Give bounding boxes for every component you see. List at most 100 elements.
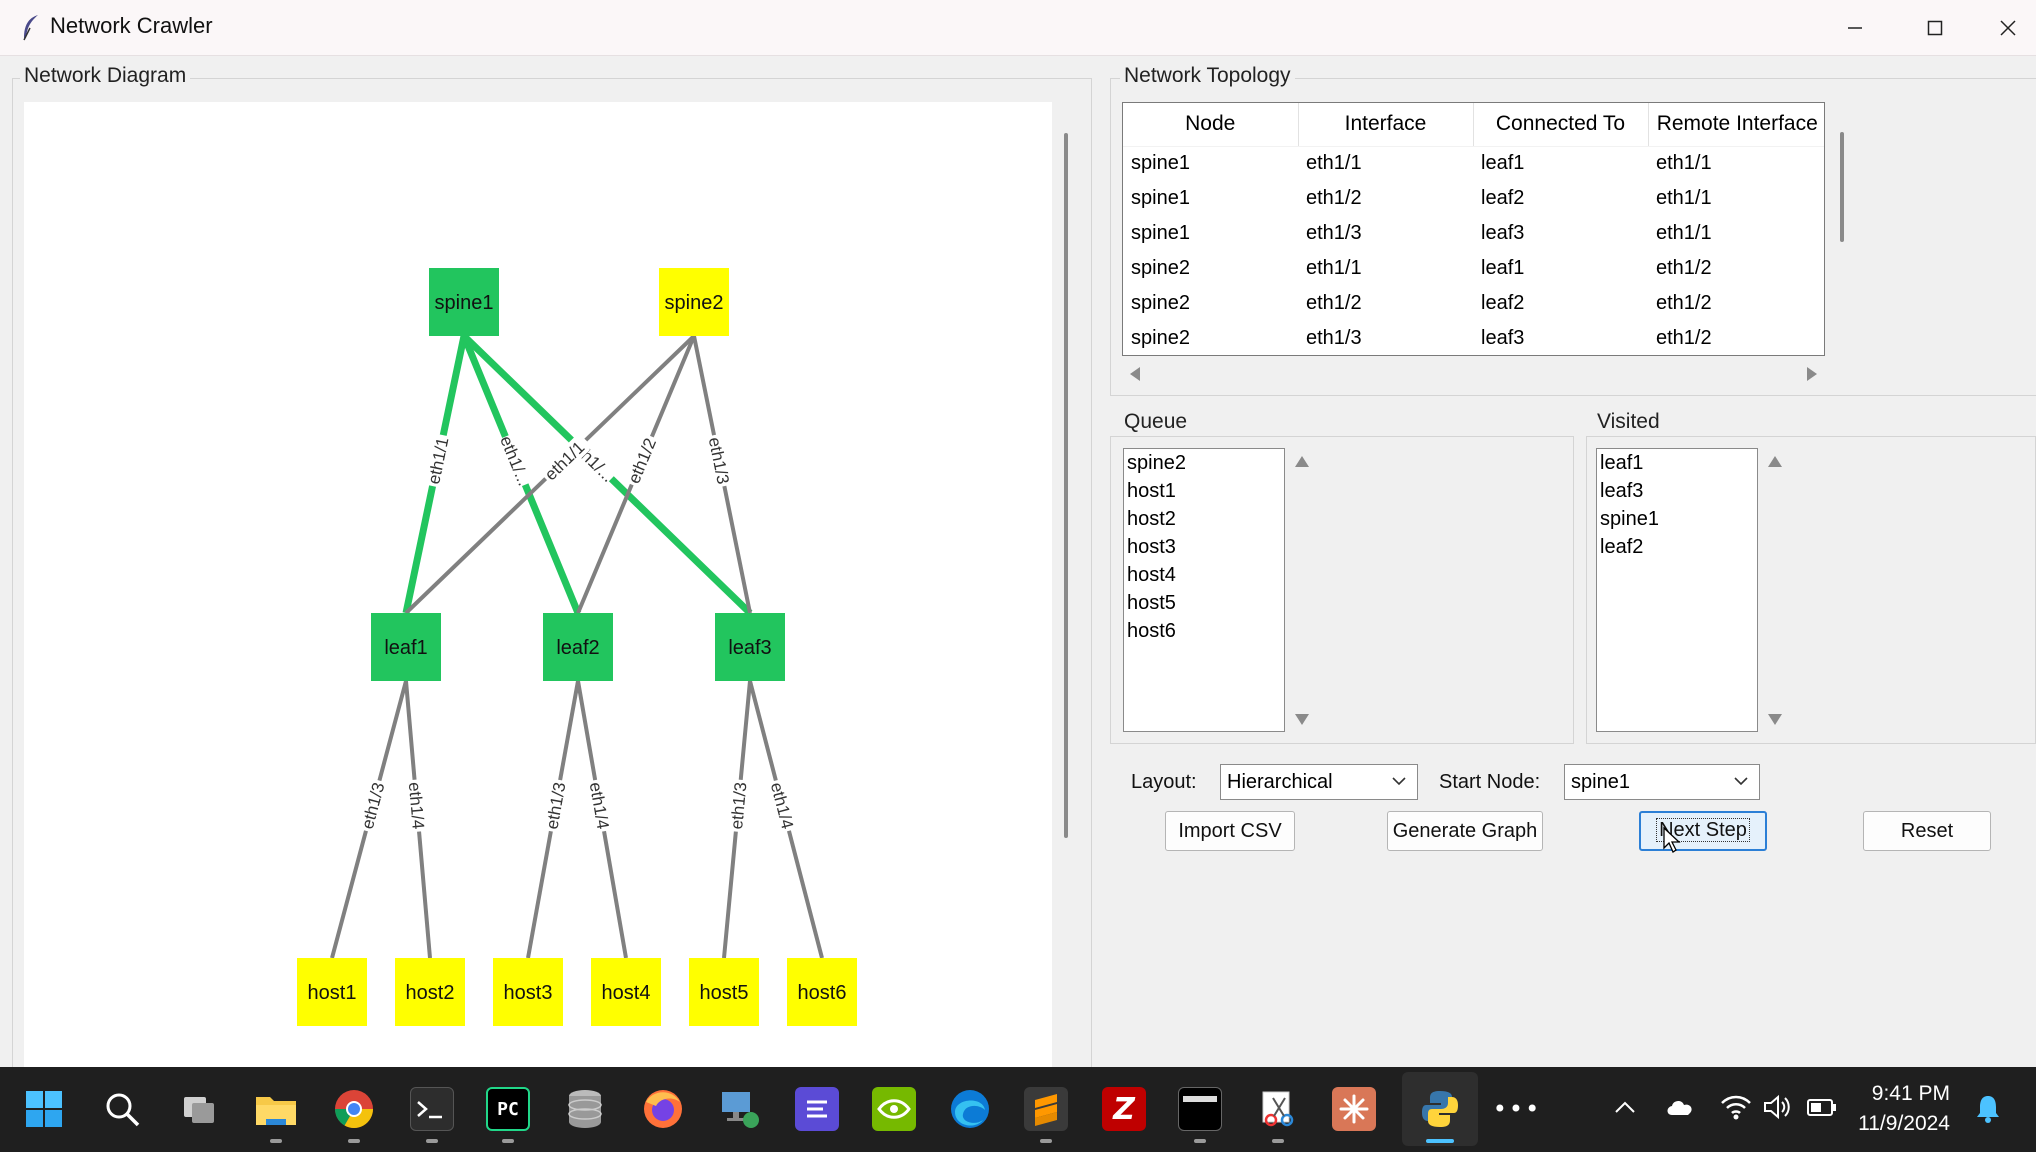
sublime-icon[interactable]	[1024, 1087, 1068, 1131]
reset-button[interactable]: Reset	[1863, 811, 1991, 851]
notification-bell-icon[interactable]	[1974, 1093, 2002, 1125]
graph-node-host3[interactable]: host3	[493, 958, 563, 1026]
list-item[interactable]: host2	[1127, 508, 1176, 530]
running-indicator	[270, 1139, 282, 1143]
claude-icon[interactable]	[1332, 1087, 1376, 1131]
column-header-remote-interface[interactable]: Remote Interface	[1648, 103, 1824, 147]
graph-node-host4[interactable]: host4	[591, 958, 661, 1026]
layout-select-value: Hierarchical	[1227, 771, 1333, 793]
task-view-icon[interactable]	[178, 1087, 222, 1131]
import-csv-button[interactable]: Import CSV	[1165, 811, 1295, 851]
scroll-left-icon[interactable]	[1130, 367, 1140, 381]
column-header-node[interactable]: Node	[1123, 103, 1299, 147]
graph-node-spine1[interactable]: spine1	[429, 268, 499, 336]
notes-app-icon[interactable]	[795, 1087, 839, 1131]
topology-table[interactable]: Node Interface Connected To Remote Inter…	[1122, 102, 1825, 356]
graph-node-host5[interactable]: host5	[689, 958, 759, 1026]
pycharm-glyph-icon: PC	[497, 1098, 519, 1120]
search-icon[interactable]	[100, 1087, 144, 1131]
cloud-icon[interactable]	[1664, 1095, 1696, 1119]
close-button[interactable]	[1980, 0, 2036, 56]
table-cell: spine1	[1131, 222, 1190, 244]
layout-select[interactable]: Hierarchical	[1220, 764, 1418, 800]
python-icon[interactable]	[1418, 1087, 1462, 1131]
table-cell: leaf3	[1481, 222, 1525, 244]
chrome-icon[interactable]	[332, 1087, 376, 1131]
visited-scroll-down-icon[interactable]	[1768, 714, 1782, 725]
list-item[interactable]: leaf3	[1600, 480, 1644, 502]
volume-icon[interactable]	[1762, 1093, 1792, 1121]
table-cell: spine1	[1131, 152, 1190, 175]
graph-node-spine2[interactable]: spine2	[659, 268, 729, 336]
queue-scroll-up-icon[interactable]	[1295, 456, 1309, 467]
database-icon[interactable]	[563, 1087, 607, 1131]
edge-label: eth1/3	[727, 781, 750, 830]
scroll-right-icon[interactable]	[1807, 367, 1817, 381]
list-item[interactable]: spine2	[1127, 452, 1186, 474]
battery-icon[interactable]	[1806, 1097, 1838, 1119]
queue-scroll-down-icon[interactable]	[1295, 714, 1309, 725]
topology-vscroll[interactable]	[1840, 132, 1844, 242]
nvidia-icon[interactable]	[872, 1087, 916, 1131]
edge-label-bg	[541, 778, 570, 834]
queue-listbox[interactable]: spine2 host1 host2 host3 host4 host5 hos…	[1123, 448, 1285, 732]
visited-scroll-up-icon[interactable]	[1768, 456, 1782, 467]
diagram-frame-label: Network Diagram	[20, 64, 191, 88]
minimize-button[interactable]	[1820, 0, 1890, 56]
list-item[interactable]: host6	[1127, 620, 1176, 642]
list-item[interactable]: host1	[1127, 480, 1176, 502]
firefox-icon[interactable]	[641, 1087, 685, 1131]
maximize-button[interactable]	[1900, 0, 1970, 56]
table-cell: leaf3	[1481, 327, 1525, 349]
list-item[interactable]: leaf1	[1600, 452, 1644, 474]
column-header-connected-to[interactable]: Connected To	[1473, 103, 1649, 147]
visited-listbox[interactable]: leaf1 leaf3 spine1 leaf2	[1596, 448, 1758, 732]
graph-node-leaf1[interactable]: leaf1	[371, 613, 441, 681]
next-step-button-label: Next Step	[1656, 818, 1750, 842]
list-item[interactable]: host5	[1127, 592, 1176, 614]
column-header-interface[interactable]: Interface	[1298, 103, 1474, 147]
queue-frame-label: Queue	[1120, 410, 1192, 434]
edge-icon[interactable]	[948, 1087, 992, 1131]
console-icon[interactable]	[1178, 1087, 1222, 1131]
terminal-icon[interactable]	[410, 1087, 454, 1131]
monitor-network-icon	[722, 1092, 759, 1128]
generate-graph-button[interactable]: Generate Graph	[1387, 811, 1543, 851]
chevron-up-icon[interactable]	[1614, 1099, 1636, 1115]
graph-node-host1[interactable]: host1	[297, 958, 367, 1026]
chevron-down-icon	[1392, 777, 1406, 786]
active-indicator	[1426, 1139, 1454, 1143]
graph-node-leaf3[interactable]: leaf3	[715, 613, 785, 681]
next-step-button[interactable]: Next Step	[1639, 811, 1767, 851]
pycharm-icon[interactable]: PC	[486, 1087, 530, 1131]
snipping-tool-icon[interactable]	[1256, 1087, 1300, 1131]
node-label: leaf3	[728, 637, 771, 659]
list-item[interactable]: host3	[1127, 536, 1176, 558]
remote-desktop-icon[interactable]	[718, 1087, 762, 1131]
system-clock[interactable]: 9:41 PM 11/9/2024	[1858, 1079, 1950, 1139]
topology-hscroll[interactable]	[1122, 362, 1825, 384]
graph-node-host6[interactable]: host6	[787, 958, 857, 1026]
list-item[interactable]: host4	[1127, 564, 1176, 586]
start-node-select[interactable]: spine1	[1564, 764, 1760, 800]
start-icon[interactable]	[22, 1087, 66, 1131]
graph-node-host2[interactable]: host2	[395, 958, 465, 1026]
list-item[interactable]: leaf2	[1600, 536, 1644, 558]
graph-node-leaf2[interactable]: leaf2	[543, 613, 613, 681]
node-box	[659, 268, 729, 336]
file-explorer-icon[interactable]	[254, 1087, 298, 1131]
wifi-icon[interactable]	[1720, 1093, 1752, 1121]
chrome-logo-icon	[334, 1090, 374, 1129]
diagram-scrollbar[interactable]	[1064, 133, 1068, 838]
list-item[interactable]: spine1	[1600, 508, 1659, 530]
filezilla-icon[interactable]: Z	[1102, 1087, 1146, 1131]
more-apps-icon[interactable]: •••	[1493, 1087, 1539, 1131]
magnifier-icon	[106, 1093, 140, 1127]
